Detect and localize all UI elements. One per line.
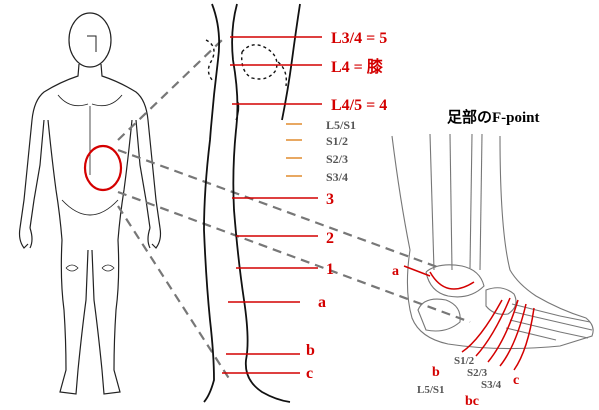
label-a: a: [318, 294, 326, 311]
foot-line-a: [430, 272, 474, 289]
label-c: c: [306, 365, 313, 382]
label-l45: L4/5 = 4: [331, 97, 387, 114]
fibula-right: [480, 134, 482, 270]
foot-label-b: b: [432, 365, 440, 380]
leg-right-outline: [282, 4, 300, 120]
foot-line-c: [514, 308, 534, 370]
left-leg: [60, 240, 88, 394]
tibia-left: [430, 134, 434, 270]
fibula-left: [470, 134, 472, 268]
leg-orange-ticks: [286, 124, 302, 176]
chest-lines: [58, 95, 122, 106]
tibia-right: [450, 134, 452, 270]
talus-bone: [426, 265, 484, 297]
ear-mark: [87, 36, 96, 52]
leg-outer-outline: [204, 4, 219, 402]
label-3: 3: [326, 191, 334, 208]
foot-label-c: c: [513, 373, 519, 388]
label-s34: S3/4: [326, 170, 348, 184]
calcaneus-bone: [418, 299, 460, 331]
label-1: 1: [326, 261, 334, 278]
torso-left-outline: [20, 64, 79, 228]
left-knee-mark: [66, 265, 78, 271]
connector-lines: [118, 40, 470, 380]
foot-label-l5s1: L5/S1: [417, 384, 445, 396]
foot-label-a: a: [392, 264, 399, 279]
label-2: 2: [326, 230, 334, 247]
left-arm-inner: [30, 120, 44, 228]
label-l4: L4 = 膝: [331, 57, 384, 76]
right-hand: [148, 228, 161, 248]
foot-title: 足部のF-point: [447, 108, 540, 126]
foot-label-s23: S2/3: [467, 367, 488, 379]
label-l34: L3/4 = 5: [331, 30, 387, 47]
body-head: [69, 13, 111, 67]
right-knee-mark: [102, 265, 114, 271]
waist-left: [48, 120, 62, 240]
label-s12: S1/2: [326, 134, 348, 148]
pelvis-line: [62, 200, 118, 215]
right-leg: [92, 240, 120, 394]
foot-label-bc: bc: [465, 394, 479, 409]
body-figure: [20, 13, 161, 394]
left-hand: [20, 228, 33, 248]
foot-label-s12: S1/2: [454, 355, 475, 367]
leg-figure: [204, 4, 300, 402]
label-l5s1: L5/S1: [326, 118, 356, 132]
right-arm-inner: [136, 120, 150, 228]
label-b: b: [306, 342, 315, 359]
foot-label-s34: S3/4: [481, 379, 502, 391]
label-s23: S2/3: [326, 152, 348, 166]
